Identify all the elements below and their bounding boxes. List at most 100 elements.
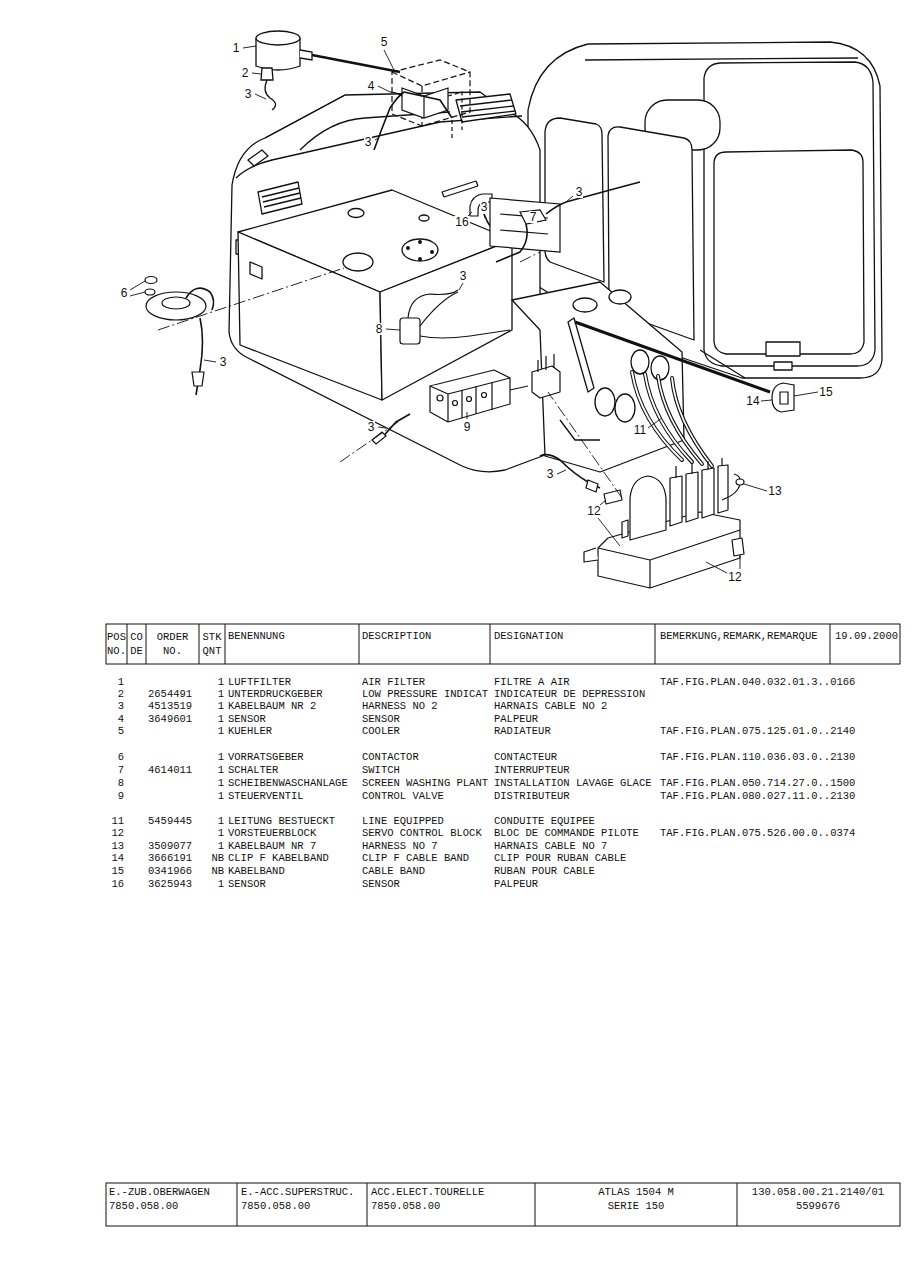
callout-number: 3	[367, 421, 376, 433]
english-name: CLIP F CABLE BAND	[362, 853, 469, 864]
title-block-text: 7850.058.00	[109, 1201, 178, 1212]
quantity: NB	[211, 866, 224, 877]
callout-number: 12	[586, 505, 601, 517]
callout-number: 14	[745, 395, 760, 407]
french-name: CONDUITE EQUIPEE	[494, 816, 595, 827]
french-name: PALPEUR	[494, 714, 538, 725]
servo-control-block-part	[604, 490, 622, 504]
center-lines-part	[520, 252, 540, 262]
superstructure-part	[262, 188, 301, 207]
hydraulic-tank-part	[407, 247, 410, 250]
position-number: 12	[111, 828, 124, 839]
order-number: 3509077	[148, 841, 192, 852]
french-name: BLOC DE COMMANDE PILOTE	[494, 828, 639, 839]
leader-lines-part	[648, 418, 662, 428]
quantity: 1	[218, 677, 224, 688]
callout-number: 3	[219, 356, 228, 368]
control-valve	[430, 354, 560, 422]
control-valve-part	[482, 393, 487, 398]
pilot-lines-part	[632, 372, 712, 466]
quantity: NB	[211, 853, 224, 864]
table-header: POS NO.	[106, 630, 127, 658]
french-name: INTERRUPTEUR	[494, 765, 570, 776]
callout-number: 3	[575, 186, 584, 198]
title-block-frame	[106, 1183, 900, 1226]
harness	[372, 92, 640, 492]
position-number: 8	[118, 778, 124, 789]
harness-part	[374, 92, 404, 150]
german-name: SENSOR	[228, 879, 266, 890]
leader-lines	[130, 46, 818, 573]
german-name: KUEHLER	[228, 726, 272, 737]
superstructure-part	[258, 182, 302, 214]
leader-lines-part	[375, 138, 378, 140]
callout-number: 16	[454, 216, 469, 228]
callout-number: 1	[232, 42, 241, 54]
german-name: VORRATSGEBER	[228, 752, 304, 763]
servo-control-block-part	[670, 476, 682, 526]
control-valve-part	[462, 382, 492, 418]
callout-number: 8	[375, 323, 384, 335]
french-name: CLIP POUR RUBAN CABLE	[494, 853, 626, 864]
superstructure-part	[236, 116, 522, 178]
hydraulic-tank-part	[238, 232, 382, 400]
french-name: INSTALLATION LAVAGE GLACE	[494, 778, 652, 789]
english-name: SENSOR	[362, 714, 400, 725]
quantity: 1	[218, 752, 224, 763]
servo-control-block-part	[722, 474, 740, 500]
title-block-text: E.-ACC.SUPERSTRUC.	[241, 1187, 354, 1198]
swing-frame-part	[631, 350, 649, 374]
title-block-text: E.-ZUB.OBERWAGEN	[109, 1187, 210, 1198]
hydraulic-tank-part	[419, 241, 422, 244]
order-number: 3666191	[148, 853, 192, 864]
control-valve-part	[437, 395, 443, 401]
washer-unit	[400, 290, 510, 344]
servo-control-block-part	[584, 548, 598, 562]
air-filter-part	[261, 68, 273, 80]
french-name: HARNAIS CABLE NO 7	[494, 841, 607, 852]
cable-clip	[575, 322, 794, 412]
title-block-text: 130.058.00.21.2140/01	[752, 1187, 884, 1198]
cab-part	[774, 362, 792, 370]
hydraulic-tank	[238, 190, 512, 400]
control-valve-part	[467, 397, 472, 402]
hydraulic-tank-part	[343, 253, 373, 271]
order-number: 3625943	[148, 879, 192, 890]
leader-lines-part	[378, 86, 390, 92]
contactor-part	[186, 288, 214, 310]
order-number: 4513519	[148, 701, 192, 712]
callout-number: 11	[633, 424, 647, 436]
callout-number: 7	[529, 211, 538, 223]
control-valve-part	[453, 401, 458, 406]
air-filter-part	[300, 50, 312, 60]
order-number: 2654491	[148, 689, 192, 700]
remark: TAF.FIG.PLAN.080.027.11.0..2130	[660, 791, 855, 802]
servo-control-block-part	[598, 512, 740, 588]
position-number: 4	[118, 714, 124, 725]
english-name: LINE EQUIPPED	[362, 816, 444, 827]
control-valve-part	[430, 378, 510, 422]
harness-part	[586, 480, 598, 492]
leader-lines-part	[794, 392, 818, 396]
swing-frame-part	[568, 318, 594, 392]
hydraulic-tank-part	[431, 251, 434, 254]
english-name: SCREEN WASHING PLANT	[362, 778, 488, 789]
table-frame-part	[127, 624, 830, 664]
french-name: HARNAIS CABLE NO 2	[494, 701, 607, 712]
table-header: STK QNT	[199, 630, 225, 658]
swing-frame-part	[615, 394, 635, 422]
sensor-and-switch	[470, 194, 566, 262]
english-name: SERVO CONTROL BLOCK	[362, 828, 482, 839]
german-name: STEUERVENTIL	[228, 791, 304, 802]
servo-control-block-part	[702, 468, 714, 518]
english-name: LOW PRESSURE INDICAT	[362, 689, 488, 700]
french-name: FILTRE A AIR	[494, 677, 570, 688]
order-number: 5459445	[148, 816, 192, 827]
cab-part	[766, 342, 800, 356]
control-valve-part	[510, 386, 528, 390]
quantity: 1	[218, 765, 224, 776]
superstructure-part	[265, 95, 345, 138]
remark: TAF.FIG.PLAN.050.714.27.0..1500	[660, 778, 855, 789]
leader-lines-part	[243, 46, 256, 48]
table-header: DESIGNATION	[494, 631, 563, 642]
